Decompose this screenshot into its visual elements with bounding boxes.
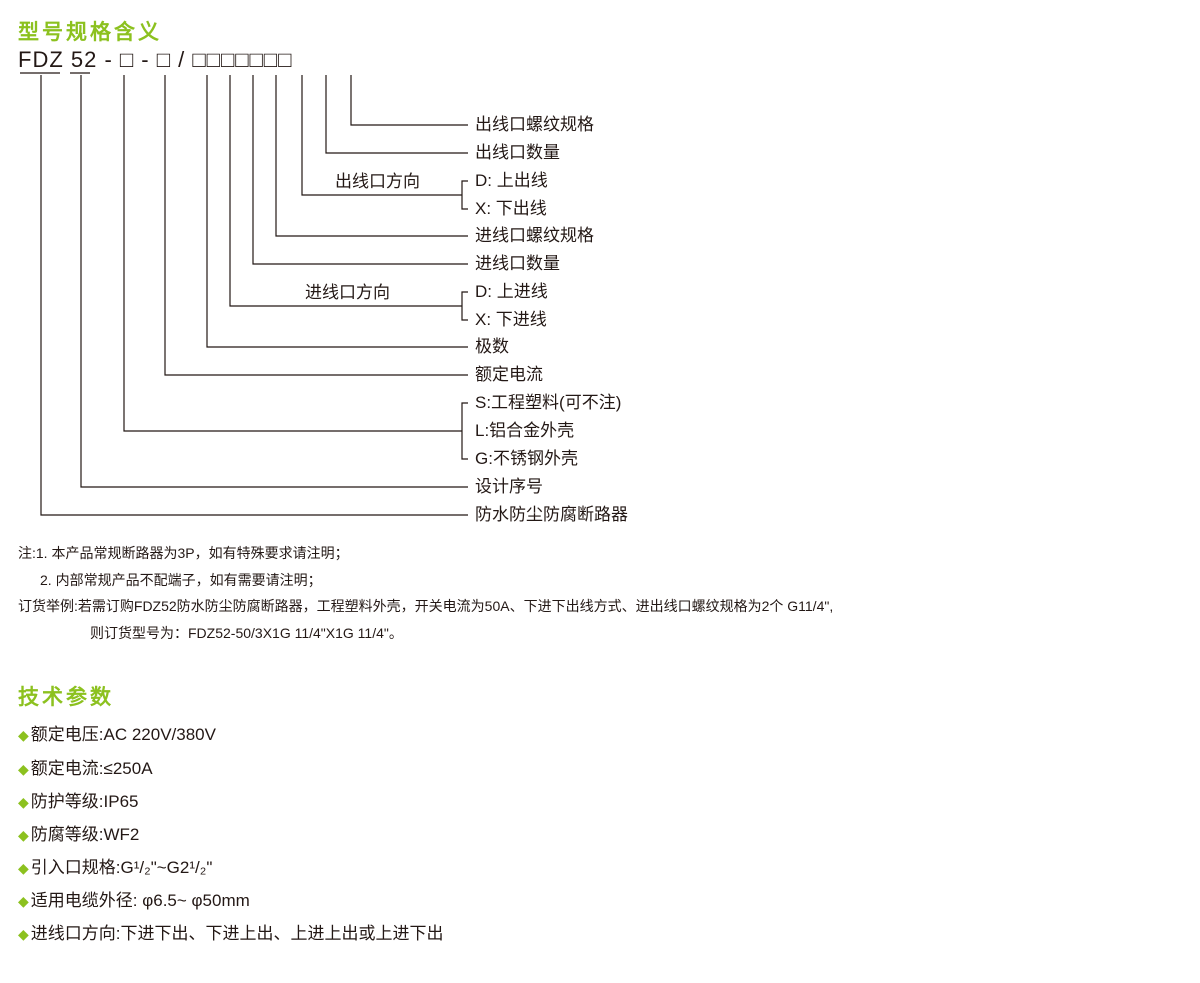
diagram-label: L:铝合金外壳 — [475, 421, 575, 440]
diagram-label: 防水防尘防腐断路器 — [475, 505, 628, 524]
diamond-bullet-icon: ◆ — [18, 794, 29, 810]
diamond-bullet-icon: ◆ — [18, 761, 29, 777]
spec-item: ◆适用电缆外径: φ6.5~ φ50mm — [18, 891, 250, 910]
diagram-label: G:不锈钢外壳 — [475, 449, 578, 468]
order-example-result: 则订货型号为：FDZ52-50/3X1G 11/4"X1G 11/4"。 — [90, 625, 403, 641]
diamond-bullet-icon: ◆ — [18, 827, 29, 843]
spec-item: ◆防腐等级:WF2 — [18, 825, 140, 844]
diamond-bullet-icon: ◆ — [18, 727, 29, 743]
spec-item: ◆进线口方向:下进下出、下进上出、上进上出或上进下出 — [18, 924, 444, 943]
diamond-bullet-icon: ◆ — [18, 893, 29, 909]
spec-item: ◆引入口规格:G¹/₂"~G2¹/₂" — [18, 858, 213, 877]
section-title-model: 型号规格含义 — [18, 21, 162, 44]
spec-item: ◆额定电流:≤250A — [18, 759, 153, 778]
order-example: 订货举例:若需订购FDZ52防水防尘防腐断路器，工程塑料外壳，开关电流为50A、… — [18, 598, 834, 614]
diagram-label: X: 下出线 — [475, 199, 547, 218]
note-line: 2. 内部常规产品不配端子，如有需要请注明； — [40, 572, 322, 588]
inlet-direction-label: 进线口方向 — [305, 283, 390, 302]
diamond-bullet-icon: ◆ — [18, 860, 29, 876]
diagram-label: D: 上进线 — [475, 282, 548, 301]
model-code: FDZ 52 - □ - □ / □□□□□□□ — [18, 47, 293, 72]
note-line: 注:1. 本产品常规断路器为3P，如有特殊要求请注明； — [18, 545, 349, 561]
spec-item: ◆防护等级:IP65 — [18, 792, 139, 811]
diagram-label: X: 下进线 — [475, 310, 547, 329]
outlet-direction-label: 出线口方向 — [335, 172, 420, 191]
diagram-label: 出线口螺纹规格 — [475, 115, 594, 134]
diamond-bullet-icon: ◆ — [18, 926, 29, 942]
spec-item: ◆额定电压:AC 220V/380V — [18, 725, 216, 744]
diagram-label: 设计序号 — [475, 477, 543, 496]
diagram-label: S:工程塑料(可不注) — [475, 393, 622, 412]
diagram-label: D: 上出线 — [475, 171, 548, 190]
diagram-label: 进线口螺纹规格 — [475, 226, 594, 245]
diagram-label: 极数 — [475, 337, 509, 356]
diagram-label: 进线口数量 — [475, 254, 560, 273]
diagram-label: 额定电流 — [475, 365, 543, 384]
section-title-specs: 技术参数 — [18, 686, 114, 709]
diagram-label: 出线口数量 — [475, 143, 560, 162]
